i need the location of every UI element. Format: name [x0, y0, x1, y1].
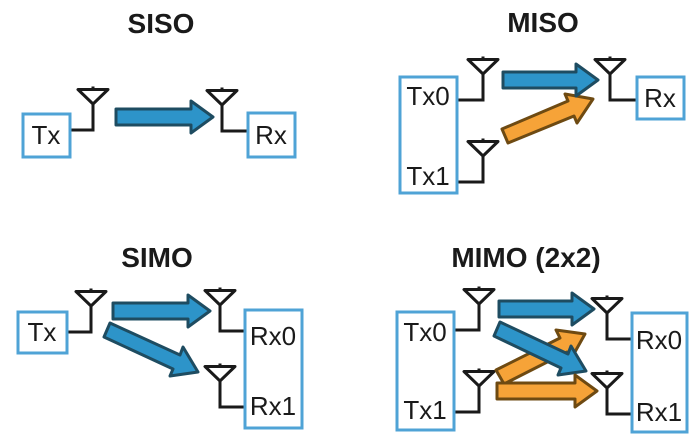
- siso-tx-label: Tx: [32, 120, 61, 150]
- mimo-rx-box: [630, 311, 689, 434]
- simo-stream-arrow-tx-rx0: [111, 293, 212, 329]
- simo-rx0-label: Rx0: [250, 321, 296, 351]
- mimo-stream-arrow-tx0-rx1: [492, 320, 588, 377]
- antenna-icon: [203, 363, 237, 409]
- simo-tx-box: [16, 310, 69, 355]
- mimo-tx0-label: Tx0: [403, 317, 446, 347]
- panel-siso: SISO Tx Rx: [21, 8, 297, 159]
- mimo-rx1-label: Rx1: [636, 397, 682, 427]
- simo-rx-box: [243, 308, 304, 430]
- mimo-tx1-label: Tx1: [403, 395, 446, 425]
- miso-tx0-label: Tx0: [406, 81, 449, 111]
- simo-stream-arrow-tx-rx1: [102, 321, 200, 378]
- miso-rx-box: [635, 75, 686, 121]
- miso-tx1-label: Tx1: [406, 161, 449, 191]
- siso-rx-label: Rx: [255, 120, 287, 150]
- mimo-tx-box: [395, 310, 456, 432]
- panel-miso: MISO Tx0 Tx1 Rx: [398, 7, 686, 195]
- siso-tx-box: [21, 112, 72, 159]
- miso-stream-arrow-tx1-rx: [500, 92, 595, 145]
- siso-stream-arrow-tx-rx: [114, 99, 215, 135]
- panel-mimo: MIMO (2x2) Tx0 Tx1 Rx0 Rx1: [395, 242, 689, 434]
- siso-rx-box: [246, 111, 297, 159]
- panel-simo: SIMO Tx Rx0 Rx1: [16, 242, 304, 430]
- mimo-rx0-label: Rx0: [636, 325, 682, 355]
- miso-title: MISO: [507, 7, 579, 38]
- antenna-icon: [466, 56, 500, 102]
- antenna-icon: [205, 87, 239, 133]
- antenna-icon: [76, 86, 110, 132]
- simo-rx1-label: Rx1: [250, 391, 296, 421]
- miso-rx-label: Rx: [644, 83, 676, 113]
- antenna-icon: [462, 368, 496, 414]
- antenna-icon: [466, 138, 500, 184]
- antenna-icon: [590, 295, 624, 341]
- antenna-icon: [593, 56, 627, 102]
- simo-tx-label: Tx: [28, 317, 57, 347]
- antenna-icon: [462, 286, 496, 332]
- mimo-stream-arrow-tx0-rx0: [497, 291, 596, 327]
- miso-tx-box: [398, 75, 459, 195]
- miso-stream-arrow-tx0-rx: [501, 62, 600, 98]
- siso-title: SISO: [128, 8, 195, 39]
- antenna-icon: [74, 288, 108, 334]
- simo-title: SIMO: [121, 242, 193, 273]
- mimo-stream-arrow-tx1-rx1: [495, 373, 599, 409]
- mimo-title: MIMO (2x2): [451, 242, 600, 273]
